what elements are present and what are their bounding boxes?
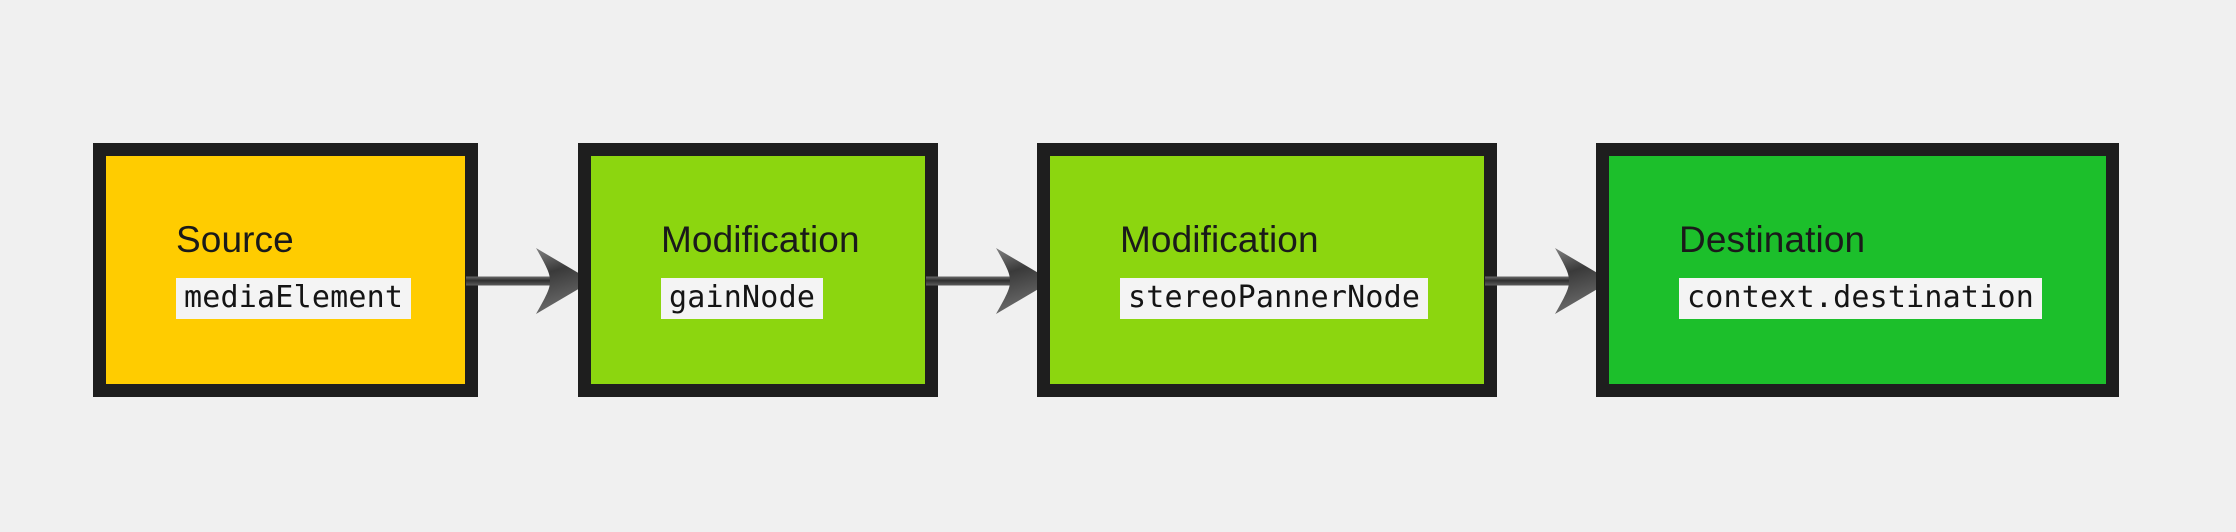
node-modification-panner-code: stereoPannerNode bbox=[1120, 277, 1429, 320]
arrow-right-icon bbox=[1485, 248, 1611, 314]
arrow-right-icon bbox=[926, 248, 1052, 314]
node-destination-code: context.destination bbox=[1679, 277, 2042, 320]
connector-source-to-gain bbox=[466, 236, 592, 326]
node-source[interactable]: Source mediaElement bbox=[93, 143, 478, 397]
node-modification-gain-title: Modification bbox=[661, 218, 860, 260]
node-modification-gain-code: gainNode bbox=[661, 277, 824, 320]
node-source-title: Source bbox=[176, 218, 294, 260]
node-source-code: mediaElement bbox=[176, 277, 412, 320]
node-modification-panner[interactable]: Modification stereoPannerNode bbox=[1037, 143, 1497, 397]
node-destination-title: Destination bbox=[1679, 218, 1866, 260]
node-destination[interactable]: Destination context.destination bbox=[1596, 143, 2119, 397]
arrow-right-icon bbox=[466, 248, 592, 314]
connector-panner-to-destination bbox=[1485, 236, 1611, 326]
connector-gain-to-panner bbox=[926, 236, 1052, 326]
node-modification-panner-title: Modification bbox=[1120, 218, 1319, 260]
node-modification-gain[interactable]: Modification gainNode bbox=[578, 143, 938, 397]
